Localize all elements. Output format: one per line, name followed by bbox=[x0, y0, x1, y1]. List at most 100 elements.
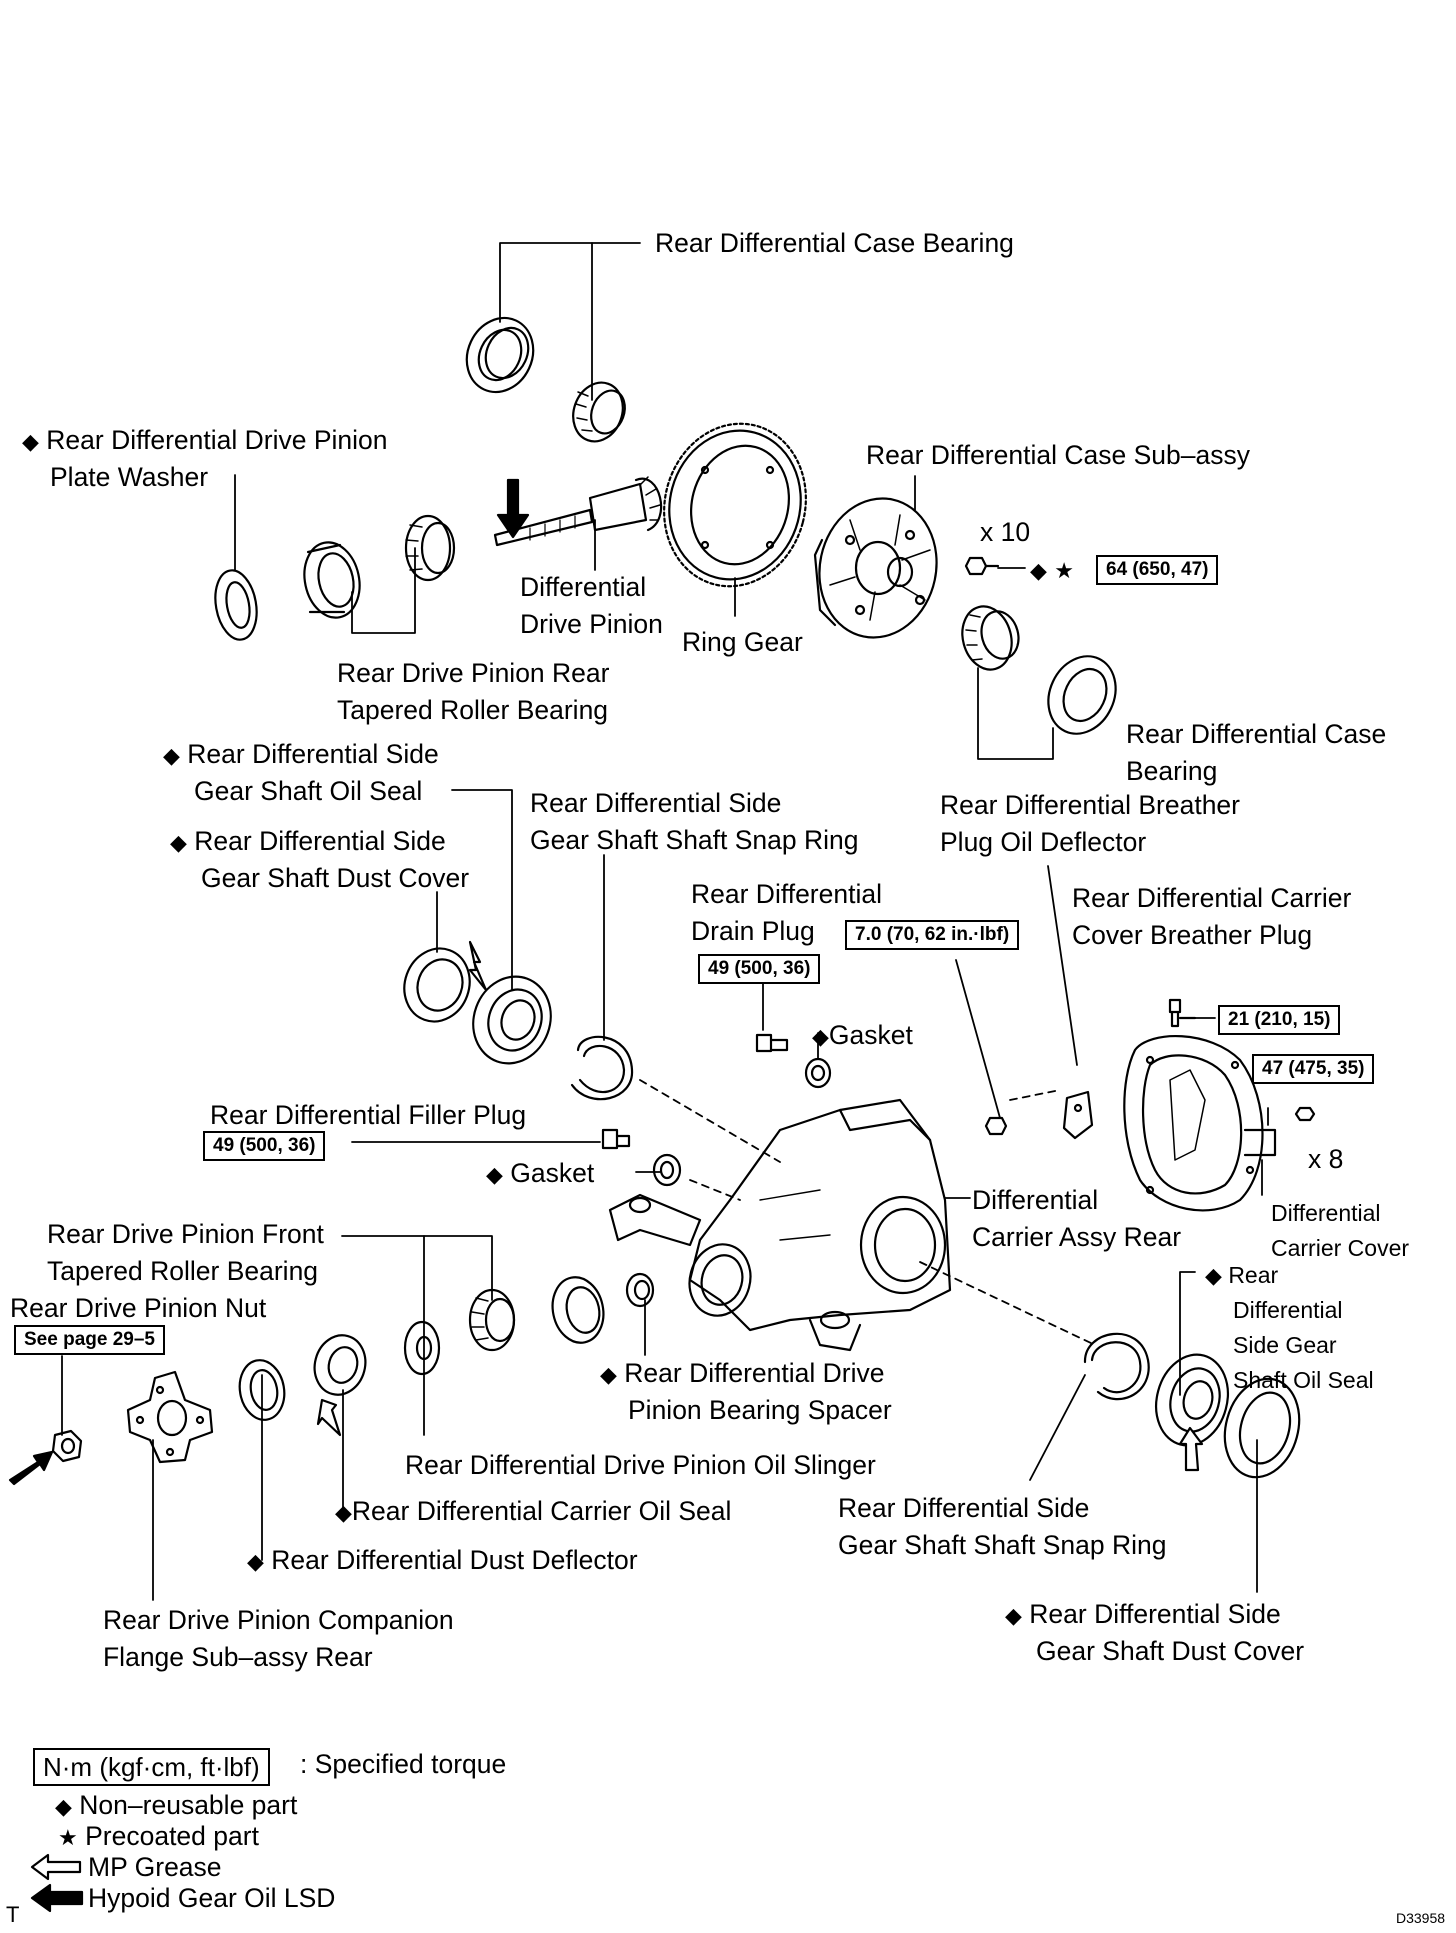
oil-arrow-pinion-nut bbox=[8, 1450, 54, 1486]
oil-slinger bbox=[403, 1320, 441, 1376]
non-reusable-diamond: ◆ bbox=[1030, 558, 1047, 583]
legend-diamond-icon: ◆ bbox=[55, 1794, 72, 1819]
label-breather-deflector-2: Plug Oil Deflector bbox=[940, 827, 1147, 857]
oil-arrow-drive-pinion bbox=[496, 478, 530, 539]
grease-arrow-lower-right bbox=[1178, 1426, 1204, 1472]
label-case-bearing-top: Rear Differential Case Bearing bbox=[655, 228, 1014, 258]
label-dust-cover-lower: ◆ Rear Differential Side bbox=[1005, 1596, 1281, 1634]
differential-case bbox=[813, 497, 938, 639]
label-spacer-line2: Pinion Bearing Spacer bbox=[628, 1395, 892, 1425]
ring-gear bbox=[663, 422, 807, 588]
legend-precoated-text: Precoated part bbox=[85, 1821, 259, 1851]
breather-oil-deflector bbox=[1062, 1090, 1094, 1140]
non-reusable-diamond: ◆ bbox=[600, 1362, 617, 1387]
torque-cover-bolts: 47 (475, 35) bbox=[1252, 1054, 1375, 1084]
plate-washer bbox=[214, 569, 258, 641]
label-case-bearing-right-2: Bearing bbox=[1126, 756, 1218, 786]
oil-seal-lower bbox=[1155, 1353, 1229, 1447]
label-carrier-oil-seal: ◆Rear Differential Carrier Oil Seal bbox=[335, 1493, 731, 1531]
deflector-bolt bbox=[984, 1116, 1008, 1136]
label-times-8: x 8 bbox=[1308, 1144, 1344, 1174]
torque-breather-deflector: 7.0 (70, 62 in.·lbf) bbox=[845, 920, 1020, 950]
non-reusable-diamond: ◆ bbox=[170, 830, 187, 855]
label-times-10: x 10 bbox=[980, 517, 1031, 547]
drain-plug bbox=[755, 1033, 789, 1053]
label-gasket-filler-text: Gasket bbox=[510, 1158, 595, 1188]
carrier-oil-seal bbox=[313, 1334, 367, 1396]
leader-lines bbox=[61, 242, 1269, 1601]
label-carrier-cover-2: Carrier Cover bbox=[1271, 1235, 1410, 1261]
legend-torque-desc: : Specified torque bbox=[300, 1749, 507, 1779]
legend-non-reusable: ◆ Non–reusable part bbox=[55, 1787, 297, 1825]
label-companion-flange-2: Flange Sub–assy Rear bbox=[103, 1642, 373, 1672]
legend-torque-box: N·m (kgf·cm, ft·lbf) bbox=[33, 1748, 270, 1786]
drain-gasket bbox=[804, 1057, 832, 1089]
see-page-reference[interactable]: See page 29–5 bbox=[14, 1325, 165, 1355]
filler-gasket bbox=[652, 1153, 682, 1187]
label-dust-cover-lower-line1: Rear Differential Side bbox=[1029, 1599, 1281, 1629]
label-drain-plug-2: Drain Plug bbox=[691, 916, 815, 946]
torque-breather-plug: 21 (210, 15) bbox=[1218, 1005, 1341, 1035]
label-dust-cover-lower-line2: Gear Shaft Dust Cover bbox=[1036, 1636, 1305, 1666]
label-plate-washer-line1: Rear Differential Drive Pinion bbox=[46, 425, 388, 455]
label-plate-washer-line2: Plate Washer bbox=[50, 462, 209, 492]
case-bearing-cone-right bbox=[961, 605, 1020, 671]
grease-arrow-upper bbox=[468, 940, 488, 992]
label-pinion-nut: Rear Drive Pinion Nut bbox=[10, 1293, 267, 1323]
label-oil-seal-upper-line1: Rear Differential Side bbox=[187, 739, 439, 769]
legend-star-icon: ★ bbox=[58, 1825, 78, 1850]
legend-hypoid-oil: Hypoid Gear Oil LSD bbox=[88, 1883, 336, 1913]
dust-cover-lower bbox=[1223, 1377, 1301, 1479]
label-snap-ring-lower-1: Rear Differential Side bbox=[838, 1493, 1090, 1523]
label-front-bearing-2: Tapered Roller Bearing bbox=[47, 1256, 319, 1286]
dust-cover-upper bbox=[403, 947, 471, 1023]
pinion-nut bbox=[51, 1429, 83, 1463]
label-drive-pinion-1: Differential bbox=[520, 572, 647, 602]
label-dust-cover-upper: ◆ Rear Differential Side bbox=[170, 823, 446, 861]
label-snap-ring-upper-2: Gear Shaft Shaft Snap Ring bbox=[530, 825, 859, 855]
label-breather-plug-2: Cover Breather Plug bbox=[1072, 920, 1313, 950]
case-bearing-race-right bbox=[1047, 655, 1117, 735]
label-carrier-assy-2: Carrier Assy Rear bbox=[972, 1222, 1182, 1252]
label-oil-seal-lower: ◆ Rear bbox=[1205, 1258, 1278, 1293]
label-dust-cover-upper-line1: Rear Differential Side bbox=[194, 826, 446, 856]
label-ring-gear: Ring Gear bbox=[682, 627, 803, 657]
label-front-bearing-1: Rear Drive Pinion Front bbox=[47, 1219, 324, 1249]
case-bearing-cone-top bbox=[572, 381, 626, 443]
oil-seal-upper bbox=[472, 975, 552, 1065]
torque-drain-plug: 49 (500, 36) bbox=[698, 954, 821, 984]
legend-mp-grease: MP Grease bbox=[88, 1852, 222, 1882]
non-reusable-diamond: ◆ bbox=[1005, 1603, 1022, 1628]
label-oil-slinger: Rear Differential Drive Pinion Oil Sling… bbox=[405, 1450, 876, 1480]
rear-pinion-bearing-race bbox=[303, 541, 361, 619]
precoated-star: ★ bbox=[1054, 558, 1075, 583]
bearing-spacer bbox=[625, 1272, 655, 1308]
label-spacer-line1: Rear Differential Drive bbox=[624, 1358, 885, 1388]
label-case-bearing-right-1: Rear Differential Case bbox=[1126, 719, 1387, 749]
dust-deflector bbox=[238, 1359, 286, 1421]
companion-flange bbox=[126, 1370, 214, 1464]
label-gasket-drain-text: Gasket bbox=[828, 1020, 913, 1050]
case-bolt-symbols: ◆ ★ bbox=[1030, 551, 1074, 589]
front-pinion-bearing-race bbox=[551, 1276, 605, 1344]
grease-arrow-lower-left bbox=[316, 1398, 342, 1437]
label-case-subassy: Rear Differential Case Sub–assy bbox=[866, 440, 1250, 470]
drive-pinion bbox=[493, 476, 663, 547]
label-oil-seal-lower-line4: Shaft Oil Seal bbox=[1233, 1367, 1374, 1393]
label-oil-seal-upper-line2: Gear Shaft Oil Seal bbox=[194, 776, 423, 806]
non-reusable-diamond: ◆ bbox=[247, 1549, 264, 1574]
snap-ring-upper bbox=[570, 1035, 634, 1101]
non-reusable-diamond: ◆ bbox=[486, 1162, 503, 1187]
differential-carrier-housing bbox=[608, 1098, 952, 1352]
label-filler-plug: Rear Differential Filler Plug bbox=[210, 1100, 527, 1130]
label-rear-bearing-1: Rear Drive Pinion Rear bbox=[337, 658, 610, 688]
snap-ring-lower bbox=[1083, 1332, 1150, 1401]
torque-filler-plug: 49 (500, 36) bbox=[203, 1131, 326, 1161]
case-bolt bbox=[964, 556, 1000, 576]
label-gasket-filler: ◆ Gasket bbox=[486, 1155, 594, 1193]
label-snap-ring-upper-1: Rear Differential Side bbox=[530, 788, 782, 818]
corner-mark: T bbox=[6, 1902, 20, 1927]
label-drain-plug-1: Rear Differential bbox=[691, 879, 882, 909]
legend-oil-arrow bbox=[30, 1883, 84, 1913]
non-reusable-diamond: ◆ bbox=[1205, 1263, 1222, 1288]
